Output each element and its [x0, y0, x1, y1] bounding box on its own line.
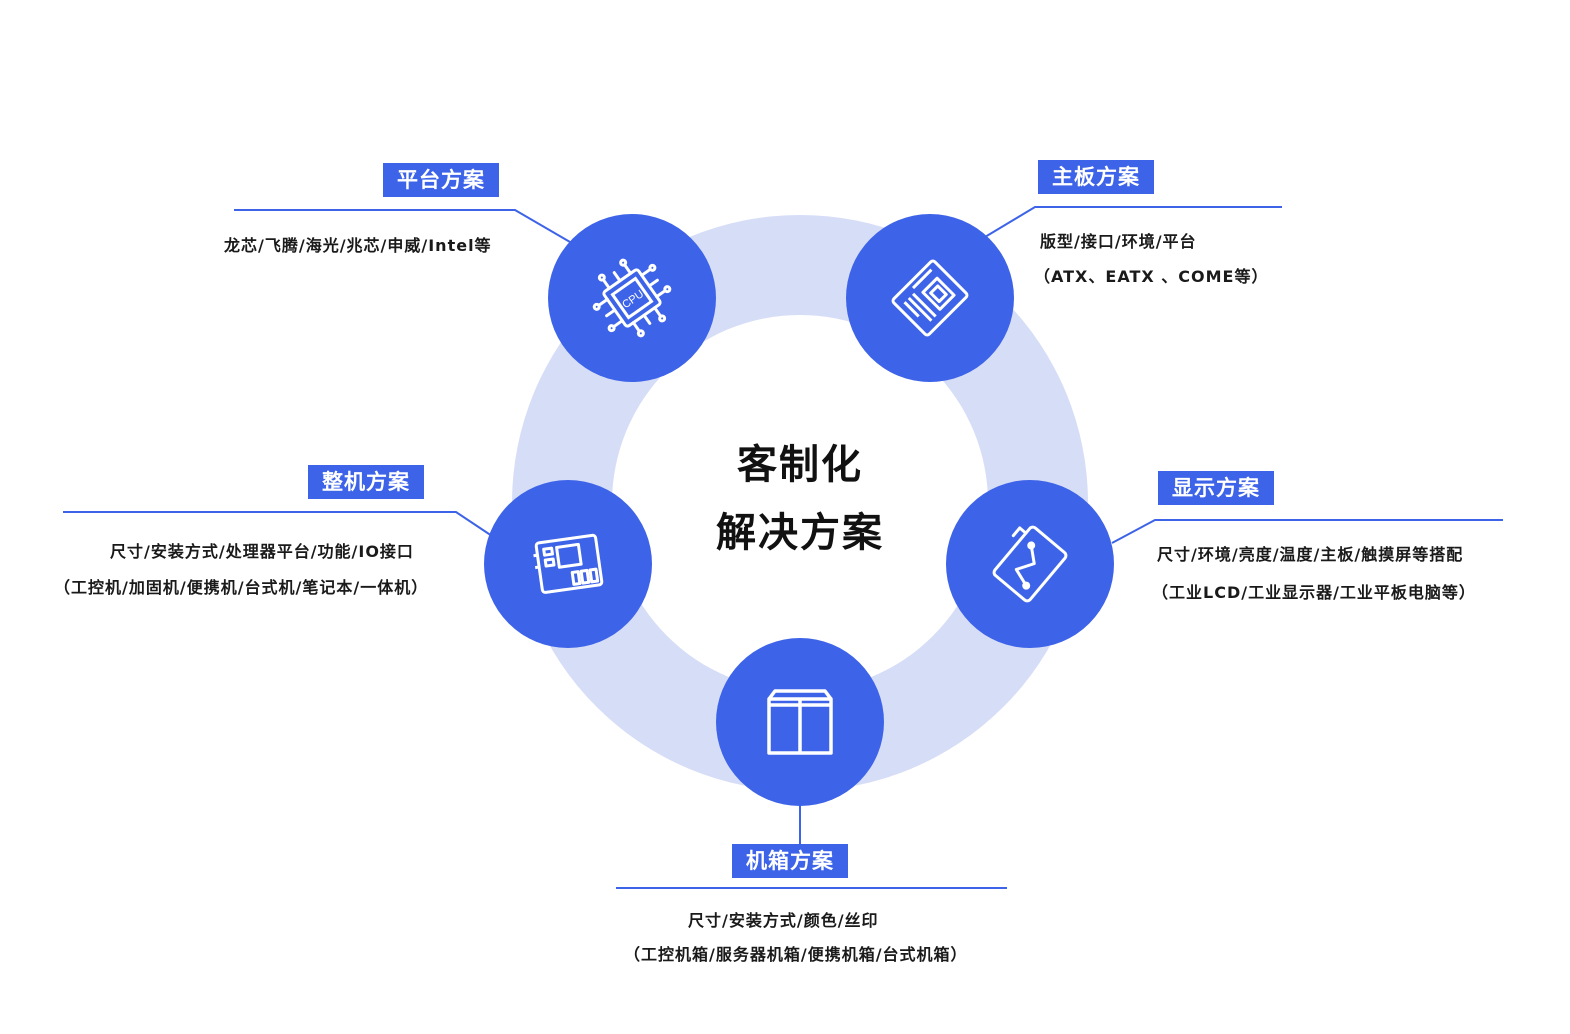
cpu-icon: CPU [592, 258, 672, 338]
platform-desc-line1: 龙芯/飞腾/海光/兆芯/申威/Intel等 [224, 236, 492, 255]
motherboard-tag: 主板方案 [1038, 160, 1154, 194]
system-tag: 整机方案 [308, 465, 424, 499]
motherboard-connector [984, 206, 1282, 238]
display-node [946, 480, 1114, 648]
display-panel-icon [992, 525, 1068, 603]
system-connector [63, 511, 493, 537]
chassis-tag: 机箱方案 [732, 844, 848, 878]
chassis-node [716, 638, 884, 806]
motherboard-desc-line2: （ATX、EATX 、COME等） [1034, 267, 1269, 286]
chassis-desc-line2: （工控机箱/服务器机箱/便携机箱/台式机箱） [624, 945, 968, 964]
platform-tag: 平台方案 [383, 163, 499, 197]
system-desc-line2: （工控机/加固机/便携机/台式机/笔记本/一体机） [54, 578, 429, 597]
display-desc-line2: （工业LCD/工业显示器/工业平板电脑等） [1152, 583, 1476, 602]
platform-connector [234, 209, 571, 243]
system-node [484, 480, 652, 648]
chassis-box-icon [767, 689, 833, 755]
motherboard-icon [891, 259, 969, 337]
display-tag: 显示方案 [1158, 471, 1274, 505]
center-title-line2: 解决方案 [716, 510, 884, 556]
center-title-line1: 客制化 [737, 442, 863, 488]
platform-node: CPU [548, 214, 716, 382]
display-desc-line1: 尺寸/环境/亮度/温度/主板/触摸屏等搭配 [1157, 545, 1464, 564]
motherboard-node [846, 214, 1014, 382]
chassis-desc-line1: 尺寸/安装方式/颜色/丝印 [688, 911, 879, 930]
motherboard-desc-line1: 版型/接口/环境/平台 [1040, 232, 1197, 251]
board-module-icon [533, 533, 604, 594]
system-desc-line1: 尺寸/安装方式/处理器平台/功能/IO接口 [110, 542, 414, 561]
display-connector [1111, 519, 1503, 544]
